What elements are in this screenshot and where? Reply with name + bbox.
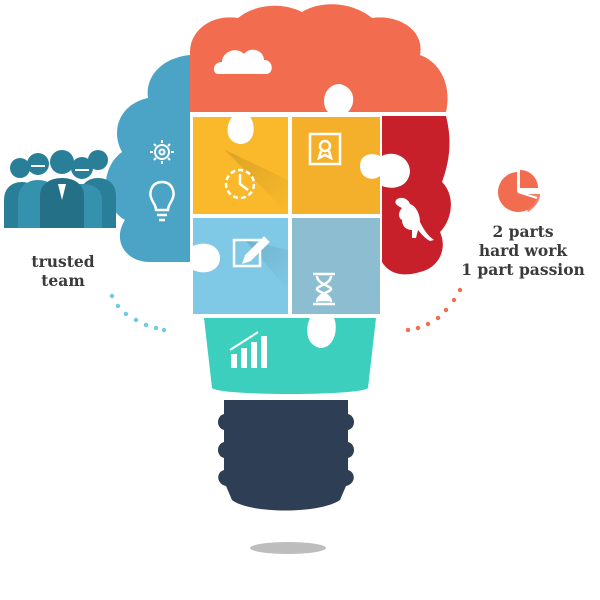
passion-label-line: hard work: [478, 241, 568, 260]
passion-label-line: 2 parts: [492, 222, 554, 241]
teal-base-piece: [204, 318, 376, 394]
edit-icon: [232, 236, 270, 268]
piece-shadow: [225, 150, 288, 214]
lightbulb-icon: [149, 180, 175, 222]
hourglass-icon: [313, 272, 335, 306]
certificate-icon: [308, 132, 342, 166]
gear-icon: [150, 140, 174, 164]
bulb-screw-base: [218, 400, 354, 511]
hard-work-passion-label: 2 parts hard work 1 part passion: [448, 222, 598, 279]
pie-chart-icon: [498, 170, 540, 212]
bulb-shadow: [250, 542, 326, 554]
cloud-icon: [213, 49, 272, 74]
left-cloud-piece: [105, 55, 190, 262]
team-label-line: team: [41, 271, 85, 290]
top-cloud-piece: [190, 4, 448, 119]
left-dotted-connector: [109, 293, 167, 333]
kangaroo-icon: [395, 197, 434, 241]
yellow-right-piece: [292, 117, 380, 214]
trusted-team-label: trusted team: [8, 252, 118, 290]
right-dotted-connector: [405, 287, 463, 333]
right-red-piece: [382, 116, 451, 275]
passion-label-line: 1 part passion: [461, 260, 585, 279]
clock-icon: [224, 168, 256, 200]
bar-chart-icon: [229, 331, 267, 368]
team-label-line: trusted: [31, 252, 95, 271]
grey-blue-piece: [292, 218, 380, 314]
people-icon: [4, 150, 116, 228]
